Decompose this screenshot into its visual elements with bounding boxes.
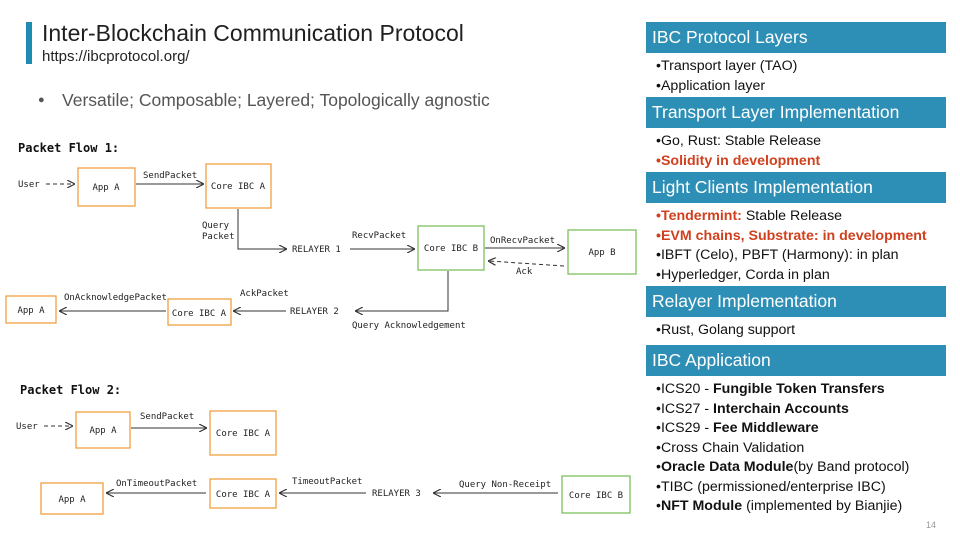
flow1-query-ack-label: Query Acknowledgement <box>352 321 466 331</box>
flow1-onrecvpacket-label: OnRecvPacket <box>490 236 555 246</box>
list-item: •ICS29 - Fee Middleware <box>656 420 819 436</box>
flow1-ackpacket-label: AckPacket <box>240 289 289 299</box>
flow1-core-ibc-a2-box <box>167 298 232 326</box>
list-item: •ICS27 - Interchain Accounts <box>656 400 849 417</box>
flow2-query-nonreceipt-label: Query Non-Receipt <box>459 480 551 490</box>
flow2-relayer3-label: RELAYER 3 <box>372 489 421 499</box>
panel-heading: IBC Protocol Layers <box>646 22 946 53</box>
flow1-app-a-box <box>77 167 136 207</box>
panel-protocol-layers: IBC Protocol Layers •Transport layer (TA… <box>646 22 946 96</box>
list-item: •Go, Rust: Stable Release <box>656 133 822 149</box>
flow1-query-arrow <box>237 209 286 249</box>
panel-heading: Transport Layer Implementation <box>646 97 946 128</box>
packet-flow-diagram: Packet Flow 1: User App A SendPacket Cor… <box>5 141 637 515</box>
flow1-app-b-label: App B <box>588 248 615 258</box>
flow1-recvpacket-label: RecvPacket <box>352 231 406 241</box>
flow2-core-ibc-a-box <box>209 410 277 456</box>
flow2-ontimeoutpacket-label: OnTimeoutPacket <box>116 479 197 489</box>
list-item: •Solidity in development <box>656 152 821 169</box>
panel-ibc-application: IBC Application •ICS20 - Fungible Token … <box>646 345 946 517</box>
feature-bullet-text: Versatile; Composable; Layered; Topologi… <box>62 90 490 110</box>
panel-transport-impl: Transport Layer Implementation •Go, Rust… <box>646 97 946 171</box>
flow2-timeoutpacket-label: TimeoutPacket <box>292 477 362 487</box>
feature-bullet: ● Versatile; Composable; Layered; Topolog… <box>38 90 490 111</box>
flow1-core-ibc-b-label: Core IBC B <box>424 244 478 254</box>
title-accent-bar <box>26 22 32 64</box>
flow2-app-a-box <box>75 411 131 449</box>
page-number: 14 <box>925 520 936 530</box>
flow1-core-ibc-b-box <box>417 225 485 271</box>
list-item: •Oracle Data Module(by Band protocol) <box>656 459 910 475</box>
flow1-title: Packet Flow 1: <box>18 141 119 155</box>
flow2-title: Packet Flow 2: <box>20 383 121 397</box>
bullet-dot-icon: ● <box>38 94 45 106</box>
panel-light-clients: Light Clients Implementation •Tendermint… <box>646 172 946 285</box>
flow1-core-ibc-a-label: Core IBC A <box>211 182 266 192</box>
list-item: •ICS20 - Fungible Token Transfers <box>656 381 885 397</box>
panel-heading: IBC Application <box>646 345 946 376</box>
flow1-app-a-label: App A <box>92 183 120 193</box>
flow2-core-ibc-a-label: Core IBC A <box>216 429 271 439</box>
list-item: •TIBC (permissioned/enterprise IBC) <box>656 478 886 495</box>
list-item: •Tendermint: Stable Release <box>656 208 843 224</box>
flow1-sendpacket-label: SendPacket <box>143 171 197 181</box>
flow2-core-ibc-a-bottom-box <box>209 478 277 509</box>
panel-relayer-impl: Relayer Implementation •Rust, Golang sup… <box>646 286 946 341</box>
flow2-app-a-bottom-label: App A <box>58 495 86 505</box>
list-item: •NFT Module (implemented by Bianjie) <box>656 498 903 514</box>
flow2-core-ibc-b-box <box>561 475 631 514</box>
flow1-query-label: Query <box>202 221 230 231</box>
flow1-core-ibc-a-box <box>205 163 272 209</box>
flow1-onackpacket-label: OnAcknowledgePacket <box>64 293 167 303</box>
list-item: •Rust, Golang support <box>656 322 796 338</box>
flow1-user-label: User <box>18 180 40 190</box>
flow2-app-a-label: App A <box>89 426 117 436</box>
flow2-app-a-bottom-box <box>40 482 104 515</box>
flow1-app-a-left-box <box>5 295 57 324</box>
flow1-app-b-box <box>567 229 637 275</box>
flow1-core-ibc-a2-label: Core IBC A <box>172 309 227 319</box>
list-item: •Cross Chain Validation <box>656 439 805 456</box>
page-title: Inter-Blockchain Communication Protocol <box>42 20 464 46</box>
flow2-core-ibc-a-bottom-label: Core IBC A <box>216 490 271 500</box>
list-item: •Transport layer (TAO) <box>656 58 798 74</box>
panel-heading: Relayer Implementation <box>646 286 946 317</box>
flow2-sendpacket-label: SendPacket <box>140 412 194 422</box>
list-item: •IBFT (Celo), PBFT (Harmony): in plan <box>656 247 899 263</box>
list-item: •EVM chains, Substrate: in development <box>656 227 927 244</box>
flow1-query-ack-arrow <box>356 271 449 311</box>
flow1-ack-label: Ack <box>516 267 533 277</box>
flow1-relayer2-label: RELAYER 2 <box>290 307 339 317</box>
page-subtitle-url: https://ibcprotocol.org/ <box>42 48 190 65</box>
panel-heading: Light Clients Implementation <box>646 172 946 203</box>
flow2-user-label: User <box>16 422 38 432</box>
list-item: •Application layer <box>656 77 766 94</box>
flow1-ack-arrow <box>489 261 565 267</box>
flow1-app-a-left-label: App A <box>17 306 45 316</box>
flow1-relayer1-label: RELAYER 1 <box>292 245 341 255</box>
list-item: •Hyperledger, Corda in plan <box>656 266 830 283</box>
flow2-core-ibc-b-label: Core IBC B <box>569 491 623 501</box>
flow1-packet-label: Packet <box>202 232 235 242</box>
